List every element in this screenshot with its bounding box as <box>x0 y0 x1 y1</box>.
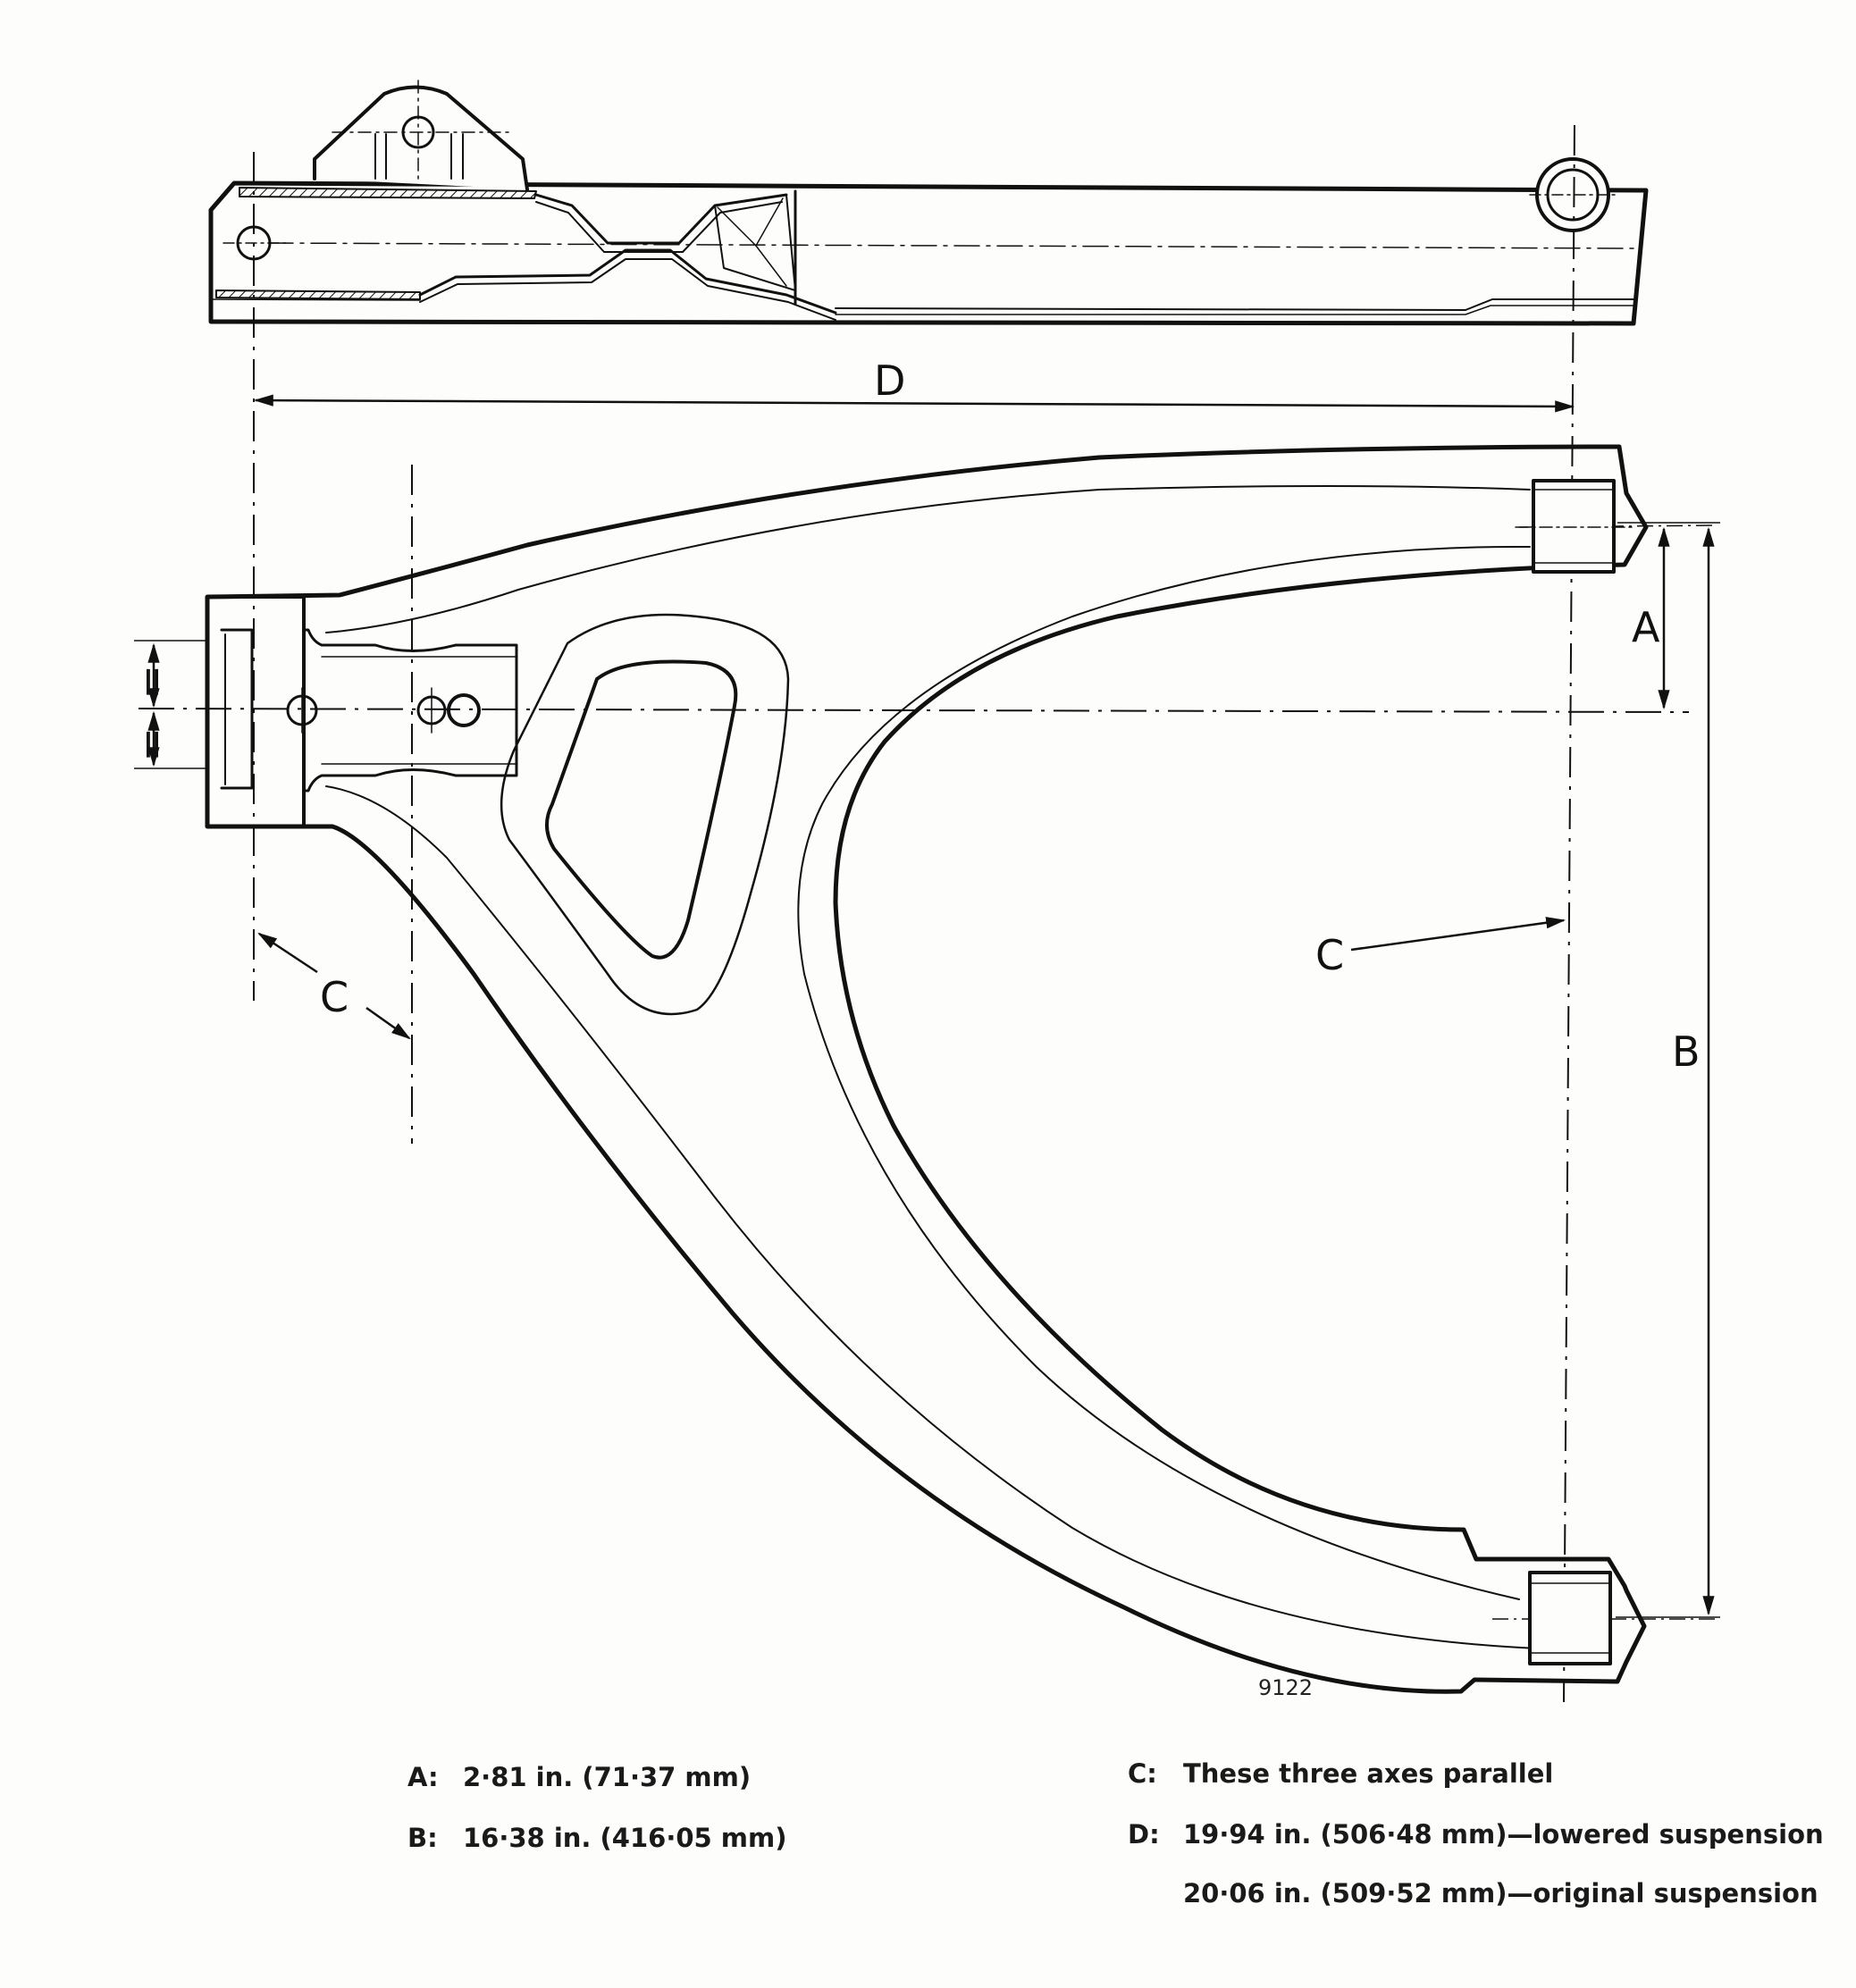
dimension-c-arrow-2 <box>365 1006 411 1040</box>
dimension-d-line <box>253 394 1575 413</box>
legend-a-text: 2·81 in. (71·37 mm) <box>463 1762 752 1792</box>
legend-c: C: These three axes parallel <box>1128 1758 1553 1789</box>
legend-a: A: 2·81 in. (71·37 mm) <box>407 1762 751 1792</box>
legend-c-text: These three axes parallel <box>1183 1758 1554 1789</box>
legend-d-text: 19·94 in. (506·48 mm)—lowered suspension <box>1183 1819 1824 1850</box>
legend-d2-text: 20·06 in. (509·52 mm)—original suspensio… <box>1183 1878 1818 1908</box>
dimension-c-arrow-3 <box>1350 917 1566 952</box>
label-c-left: C <box>320 973 349 1021</box>
figure-number: 9122 <box>1258 1675 1313 1700</box>
label-c-right: C <box>1315 931 1344 979</box>
legend-d-key: D: <box>1128 1819 1160 1850</box>
label-equal-lower: = <box>130 727 178 762</box>
label-d: D <box>874 356 905 405</box>
pivot-hole-3 <box>447 693 481 727</box>
legend-a-key: A: <box>407 1762 439 1792</box>
legend-b: B: 16·38 in. (416·05 mm) <box>407 1823 786 1853</box>
label-a: A <box>1632 603 1660 651</box>
label-equal-upper: = <box>130 665 178 700</box>
label-b: B <box>1672 1028 1701 1076</box>
plan-view <box>205 444 1649 1694</box>
aperture-outer <box>500 613 790 1016</box>
dimension-c-arrow-1 <box>257 932 318 974</box>
dimensions <box>134 394 1720 1618</box>
arm-outer-outline <box>205 444 1649 1694</box>
legend-c-key: C: <box>1128 1758 1157 1789</box>
mounting-bracket <box>313 85 529 191</box>
lower-bush <box>1528 1571 1612 1665</box>
pivot-block <box>206 595 306 828</box>
legend-b-text: 16·38 in. (416·05 mm) <box>463 1823 787 1853</box>
side-view <box>208 80 1649 326</box>
upper-bush <box>1532 479 1616 574</box>
legend-d-original: 20·06 in. (509·52 mm)—original suspensio… <box>1183 1878 1818 1908</box>
side-view-outline <box>208 180 1649 326</box>
pivot-tube <box>302 628 518 793</box>
legend-b-key: B: <box>407 1823 438 1853</box>
reference-lines <box>138 124 1720 1703</box>
aperture-inner <box>545 659 738 960</box>
legend-d: D: 19·94 in. (506·48 mm)—lowered suspensi… <box>1128 1819 1824 1850</box>
axis-line-right <box>1563 124 1575 1703</box>
